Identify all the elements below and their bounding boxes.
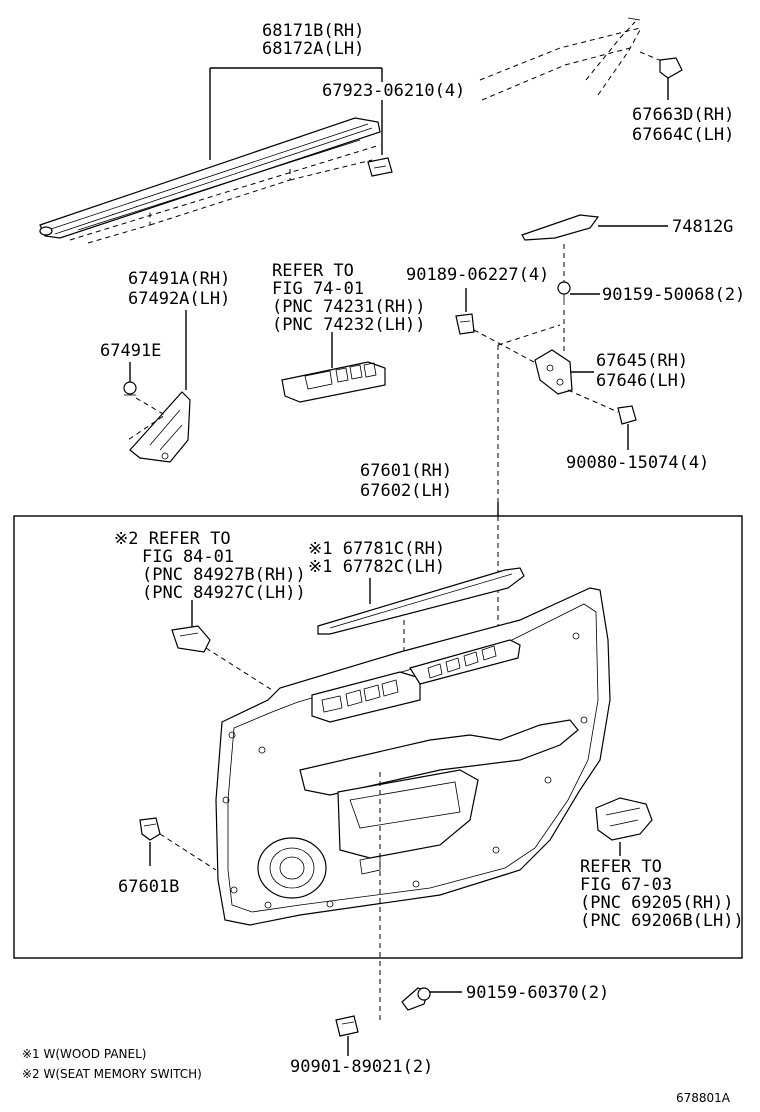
switch-ref-line3: (PNC 74231(RH)): [272, 297, 426, 317]
mirror-cover-part: [129, 391, 191, 463]
pad-67491e-label: 67491E: [100, 341, 161, 361]
corner-cover-part: [659, 57, 683, 100]
mirror-cover-label-lh: 67492A(LH): [128, 289, 230, 309]
screw-90189-label: 90189-06227(4): [406, 265, 549, 285]
panel-74812-label: 74812G: [672, 217, 733, 237]
bracket-label-rh: 67645(RH): [596, 351, 688, 371]
clip-67601b-label: 67601B: [118, 877, 179, 897]
bracket-top-dash: [497, 324, 561, 346]
handle-ref-line4: (PNC 69206B(LH)): [580, 911, 744, 931]
wood-panel-label-rh: ※1 67781C(RH): [308, 539, 445, 559]
memory-ref-line2: FIG 84-01: [142, 547, 234, 567]
clip-90901-part: [335, 1015, 359, 1056]
clip-67601b-dash: [159, 833, 217, 871]
belt-molding-label-rh: 68171B(RH): [262, 21, 364, 41]
mirror-cover-label-rh: 67491A(RH): [128, 269, 230, 289]
screw-90189-dash: [473, 329, 546, 369]
belt-molding-part: [39, 117, 381, 244]
switch-ref-line4: (PNC 74232(LH)): [272, 315, 426, 335]
bracket-part: [534, 349, 594, 395]
power-window-switch-part: [281, 361, 386, 403]
assembly-box: [13, 515, 743, 959]
screw-90159-60370-part: [401, 987, 462, 1011]
figure-id: 678801A: [676, 1091, 731, 1105]
memory-ref-line3: (PNC 84927B(RH)): [142, 565, 306, 585]
belt-molding-label-lh: 68172A(LH): [262, 39, 364, 59]
door-trim-label-lh: 67602(LH): [360, 481, 452, 501]
belt-clip-part: [367, 157, 393, 177]
wood-panel-label-lh: ※1 67782C(LH): [308, 557, 445, 577]
footnote-1: ※1 W(WOOD PANEL): [22, 1047, 146, 1061]
memory-ref-line1: ※2 REFER TO: [114, 529, 231, 549]
belt-clip-label: 67923-06210(4): [322, 81, 465, 101]
screw-90159-50068-label: 90159-50068(2): [602, 285, 745, 305]
switch-ref-line2: FIG 74-01: [272, 279, 364, 299]
window-frame-part: [479, 17, 665, 101]
inside-handle-part: [595, 797, 653, 856]
pad-67491e-part: [123, 381, 137, 396]
wood-panel-part: [317, 567, 525, 635]
door-trim-part: [215, 587, 611, 926]
handle-ref-line3: (PNC 69205(RH)): [580, 893, 734, 913]
clip-90901-label: 90901-89021(2): [290, 1057, 433, 1077]
bracket-label-lh: 67646(LH): [596, 371, 688, 391]
handle-ref-line2: FIG 67-03: [580, 875, 672, 895]
panel-74812-part: [521, 214, 668, 241]
screw-90189-part: [455, 313, 475, 335]
screw-90159-50068-part: [557, 281, 600, 305]
handle-ref-line1: REFER TO: [580, 857, 662, 877]
switch-ref-line1: REFER TO: [272, 261, 354, 281]
footnote-2: ※2 W(SEAT MEMORY SWITCH): [22, 1067, 202, 1081]
memory-switch-part: [171, 625, 211, 653]
bolt-dash: [567, 389, 619, 413]
bolt-90080-label: 90080-15074(4): [566, 453, 709, 473]
mirror-cover-dash: [127, 397, 166, 441]
bolt-90080-part: [617, 405, 637, 450]
belt-molding-leaders: [209, 67, 383, 160]
memory-switch-dash: [205, 647, 273, 691]
corner-cover-label-rh: 67663D(RH): [632, 105, 734, 125]
memory-ref-line4: (PNC 84927C(LH)): [142, 583, 306, 603]
clip-67601b-part: [139, 817, 161, 866]
screw-90159-60370-label: 90159-60370(2): [466, 983, 609, 1003]
corner-cover-label-lh: 67664C(LH): [632, 125, 734, 145]
door-trim-label-rh: 67601(RH): [360, 461, 452, 481]
